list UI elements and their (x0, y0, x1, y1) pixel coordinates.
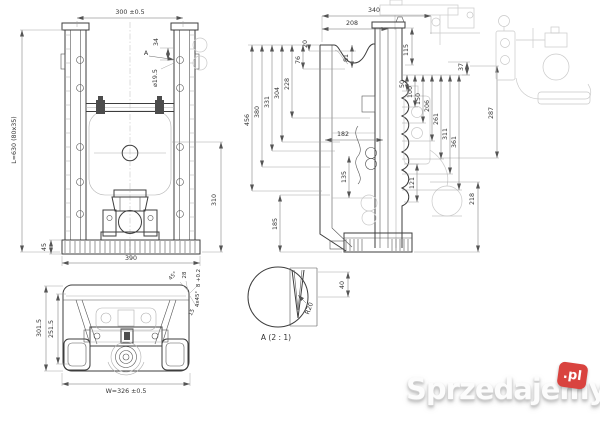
dim-label: 300 ±0.5 (115, 9, 144, 16)
dim-label: L=630 (80x35) (11, 116, 18, 163)
front-dimensions: 300 ±0.5 L=630 (80x35) 45 390 310 34 A ⌀… (11, 9, 223, 266)
hitch-detail-faint (495, 15, 592, 105)
dim-label: 121 (409, 177, 416, 189)
detail-marker-label: A (144, 50, 149, 57)
dim-label: 287 (488, 107, 495, 119)
dim-label: 361 (451, 136, 458, 148)
dim-label: 182 (337, 131, 349, 138)
dim-label: ⌀19.5 (152, 69, 159, 87)
side-view: 340 208 456 380 331 304 228 76 (244, 0, 499, 253)
dim-label: 50 (399, 80, 406, 88)
dim-label: 261 (433, 113, 440, 125)
dim-label: 135 (341, 171, 348, 183)
dim-label: 206 (424, 100, 431, 112)
dim-label: 100 (407, 86, 414, 98)
dim-label: 218 (469, 193, 476, 205)
dim-label: 208 (346, 20, 358, 27)
dim-label: 228 (284, 78, 291, 90)
dim-label: 340 (368, 7, 380, 14)
front-left-post (60, 22, 90, 241)
front-cross-bar (85, 96, 175, 114)
detail-view-label: A (2 : 1) (261, 333, 291, 342)
dim-label: 380 (254, 106, 261, 118)
dim-label: 81 (343, 54, 350, 62)
side-faint-hitch (403, 85, 463, 217)
dim-label: 20 (302, 40, 309, 48)
front-base (61, 239, 201, 255)
dim-label: 185 (272, 218, 279, 230)
dim-label: 311 (442, 128, 449, 140)
dim-label: 390 (125, 255, 137, 262)
dim-label: 304 (274, 87, 281, 99)
dim-label: 115 (403, 44, 410, 56)
dim-label: 34 (153, 38, 160, 46)
top-view: 301.5 251.5 W=326 ±0.5 45° 28 8 +0.2 4x4… (36, 269, 202, 395)
dim-label: 331 (264, 96, 271, 108)
front-coupling (100, 189, 160, 241)
dim-label: 150 (415, 93, 422, 105)
side-dimensions: 340 208 456 380 331 304 228 76 (244, 7, 499, 253)
dim-label: 76 (295, 56, 302, 64)
dim-label: 301.5 (36, 319, 43, 337)
dim-label: 37 (458, 63, 465, 71)
side-base (343, 232, 413, 253)
dim-label: 45 (41, 243, 48, 251)
dim-label: 8 +0.2 (196, 269, 202, 287)
dim-label: R20 (304, 301, 315, 315)
dim-label: 4x45° (195, 291, 201, 307)
dim-label: 251.5 (48, 320, 55, 338)
dim-label: 40 (339, 281, 346, 289)
side-post (355, 16, 410, 248)
dim-label: 45° (168, 271, 179, 282)
dim-label: 15 (188, 308, 196, 317)
top-view-dimensions: 301.5 251.5 W=326 ±0.5 45° 28 8 +0.2 4x4… (36, 269, 202, 395)
detail-view-a: 40 R20 A (2 : 1) (247, 266, 350, 342)
front-view: 300 ±0.5 L=630 (80x35) 45 390 310 34 A ⌀… (11, 9, 223, 266)
watermark-tld-badge: .pl (556, 361, 589, 390)
dim-label: 28 (182, 271, 188, 278)
front-right-post (170, 22, 208, 241)
watermark-logo: Sprzedajemy .pl (406, 361, 600, 420)
front-back-plate (88, 110, 172, 196)
dim-label: 456 (244, 114, 251, 126)
dim-label: W=326 ±0.5 (106, 388, 147, 395)
dim-label: 310 (211, 194, 218, 206)
side-left-plate (319, 43, 375, 252)
